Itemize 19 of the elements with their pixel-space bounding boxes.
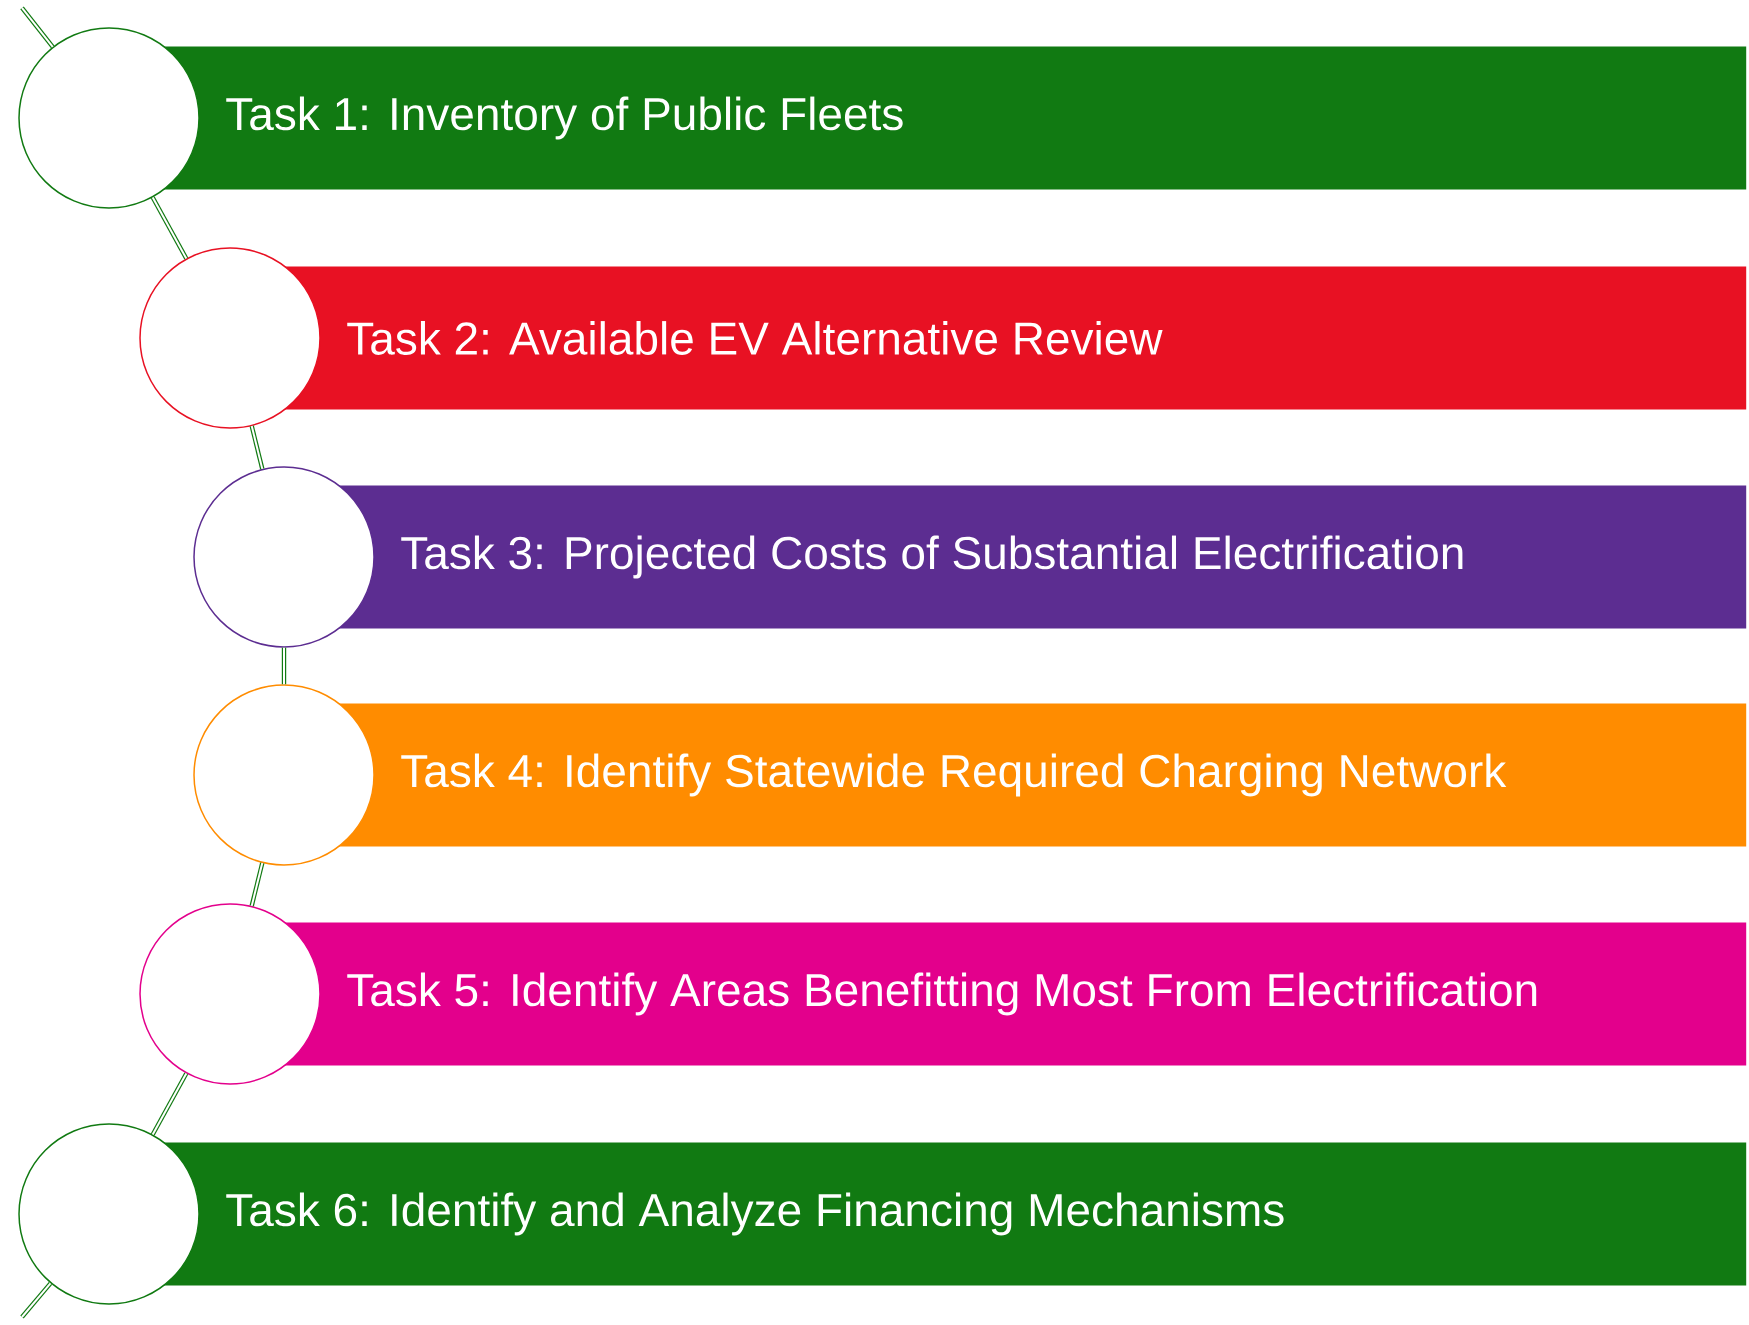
circle bbox=[18, 1123, 200, 1305]
connector-line bbox=[150, 1072, 189, 1136]
circle bbox=[139, 247, 321, 429]
circle bbox=[139, 903, 321, 1085]
task-bar: Task 5: Identify Areas Benefitting Most From Electrification bbox=[280, 922, 1747, 1066]
connector-line bbox=[249, 425, 265, 470]
connector-line bbox=[20, 1281, 53, 1319]
connector-line bbox=[281, 646, 287, 686]
circle bbox=[193, 466, 375, 648]
connector-line bbox=[150, 196, 189, 260]
task-bar: Task 2: Available EV Alternative Review bbox=[280, 266, 1747, 410]
task-bar: Task 3: Projected Costs of Substantial Electrification bbox=[334, 485, 1747, 629]
task-bar: Task 1: Inventory of Public Fleets bbox=[159, 46, 1747, 190]
connector-line bbox=[249, 862, 265, 907]
circle bbox=[18, 27, 200, 209]
task-bar: Task 6: Identify and Analyze Financing Mechanisms bbox=[159, 1142, 1747, 1286]
task-bar: Task 4: Identify Statewide Required Charging Network bbox=[334, 703, 1747, 847]
circle bbox=[193, 684, 375, 866]
connector-line bbox=[20, 6, 55, 49]
